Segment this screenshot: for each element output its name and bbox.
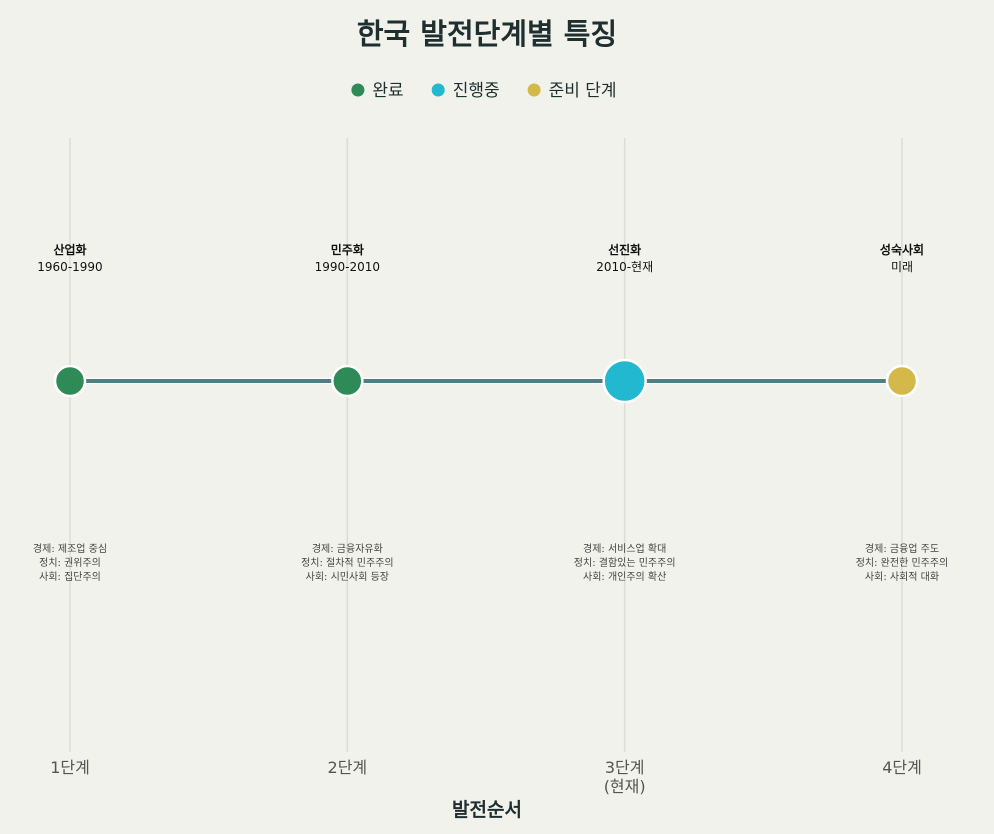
stage-marker-3	[602, 358, 647, 404]
legend-label-planned: 준비 단계	[549, 81, 617, 101]
legend-marker-complete	[351, 83, 365, 97]
stage-period-3: 2010-현재	[596, 260, 653, 274]
stage-marker-2	[331, 364, 364, 398]
legend-marker-planned	[527, 83, 541, 97]
stage-detail-2-3: 사회: 시민사회 등장	[306, 571, 389, 583]
stage-detail-1-1: 경제: 제조업 중심	[33, 542, 107, 555]
x-tick-label-1: 1단계	[50, 758, 90, 777]
x-axis-ticks: 1단계 2단계 3단계(현재) 4단계	[50, 758, 922, 796]
stage-detail-3-2: 정치: 결함있는 민주주의	[574, 557, 676, 569]
gridlines	[69, 138, 903, 752]
stage-detail-1-2: 정치: 권위주의	[39, 556, 101, 569]
stage-period-1: 1960-1990	[37, 260, 102, 274]
stage-detail-3-1: 경제: 서비스업 확대	[583, 542, 666, 555]
legend-label-in_progress: 진행중	[453, 81, 500, 101]
stage-name-2: 민주화	[331, 242, 364, 257]
stage-period-4: 미래	[891, 260, 913, 274]
stage-period-2: 1990-2010	[315, 260, 380, 274]
stage-detail-4-1: 경제: 금융업 주도	[865, 542, 939, 555]
stage-name-4: 성숙사회	[880, 242, 924, 257]
stage-detail-4-2: 정치: 완전한 민주주의	[856, 557, 949, 569]
stage-detail-4-3: 사회: 사회적 대화	[865, 571, 939, 583]
legend-marker-in_progress	[431, 83, 445, 97]
x-tick-label-3-line-2: (현재)	[604, 777, 646, 796]
stage-name-3: 선진화	[608, 242, 641, 257]
legend-item-complete: 완료	[351, 81, 404, 101]
stage-marker-1	[53, 364, 87, 398]
legend-item-in_progress: 진행중	[431, 81, 500, 101]
stage-detail-1-3: 사회: 집단주의	[39, 571, 101, 583]
stage-detail-2-2: 정치: 절차적 민주주의	[301, 556, 394, 569]
legend-label-complete: 완료	[372, 81, 403, 101]
chart-title: 한국 발전단계별 특징	[357, 17, 617, 51]
legend: 완료 진행중 준비 단계	[351, 81, 617, 101]
stage-detail-2-1: 경제: 금융자유화	[312, 542, 383, 555]
stage-marker-4	[885, 364, 919, 398]
stage-markers	[53, 358, 919, 404]
stage-name-1: 산업화	[53, 242, 86, 257]
x-tick-label-3-line-1: 3단계	[605, 758, 645, 777]
x-tick-label-4: 4단계	[882, 758, 922, 777]
stage-detail-3-3: 사회: 개인주의 확산	[583, 571, 666, 583]
x-tick-label-2: 2단계	[328, 758, 368, 777]
legend-item-planned: 준비 단계	[527, 81, 617, 101]
x-axis-title: 발전순서	[452, 799, 522, 821]
